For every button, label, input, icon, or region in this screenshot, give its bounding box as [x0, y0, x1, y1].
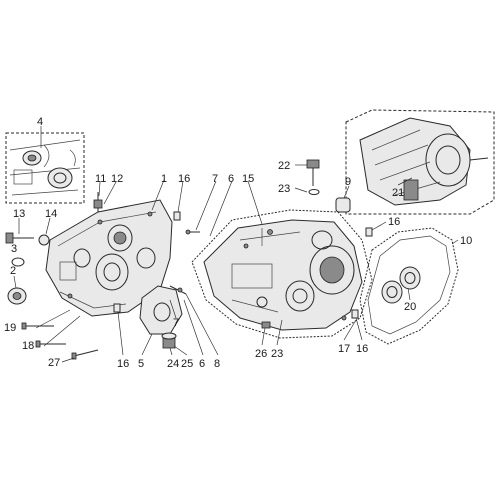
callout-13: 13	[13, 208, 25, 220]
callout-6a: 6	[228, 173, 234, 185]
callout-9: 9	[345, 176, 351, 188]
small-parts	[5, 159, 373, 360]
callout-11: 11	[95, 173, 106, 185]
callout-8: 8	[214, 358, 220, 370]
callout-16b: 16	[388, 216, 400, 228]
center-housing	[191, 209, 373, 339]
callout-14: 14	[45, 208, 57, 220]
callout-25: 25	[181, 358, 193, 370]
callout-7b: 7	[173, 317, 179, 329]
callout-20: 20	[404, 301, 416, 313]
oil-seals	[381, 266, 421, 304]
callout-15: 15	[242, 173, 254, 185]
callout-18: 18	[22, 340, 34, 352]
callout-16c: 16	[117, 358, 129, 370]
callout-4: 4	[37, 116, 43, 128]
inset-detail-left	[5, 132, 85, 204]
callout-26: 26	[255, 348, 267, 360]
callout-1: 1	[161, 173, 167, 185]
callout-16d: 16	[356, 343, 368, 355]
callout-22: 22	[278, 160, 290, 172]
callout-6b: 6	[199, 358, 205, 370]
cover-gasket	[359, 227, 459, 345]
callout-19: 19	[4, 322, 16, 334]
callout-21: 21	[392, 187, 404, 199]
callout-23b: 23	[271, 348, 283, 360]
callout-27: 27	[48, 357, 60, 369]
callout-16a: 16	[178, 173, 190, 185]
callout-12: 12	[111, 173, 123, 185]
callout-3: 3	[11, 243, 17, 255]
callout-24: 24	[167, 358, 179, 370]
callout-17: 17	[338, 343, 350, 355]
leader-lines	[13, 126, 459, 363]
callout-labels: 4 1 16 7 6 15 11 12 22 23 9 16 10 20 21 …	[4, 116, 472, 370]
callout-23a: 23	[278, 183, 290, 195]
callout-2: 2	[10, 265, 16, 277]
inset-assembled-gearbox	[345, 109, 495, 215]
callout-7a: 7	[212, 173, 218, 185]
callout-5: 5	[138, 358, 144, 370]
callout-10: 10	[460, 235, 472, 247]
